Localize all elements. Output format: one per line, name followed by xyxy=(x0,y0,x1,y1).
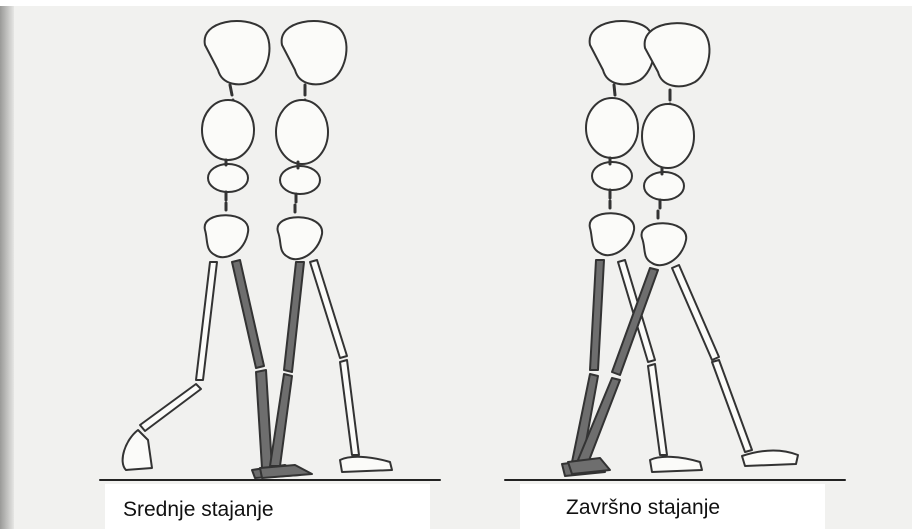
caption-mid-stance: Srednje stajanje xyxy=(123,498,274,522)
skeleton-mid-stance-second xyxy=(260,21,392,478)
skeleton-mid-stance-first xyxy=(123,21,300,478)
caption-terminal-stance: Završno stajanje xyxy=(566,496,720,520)
